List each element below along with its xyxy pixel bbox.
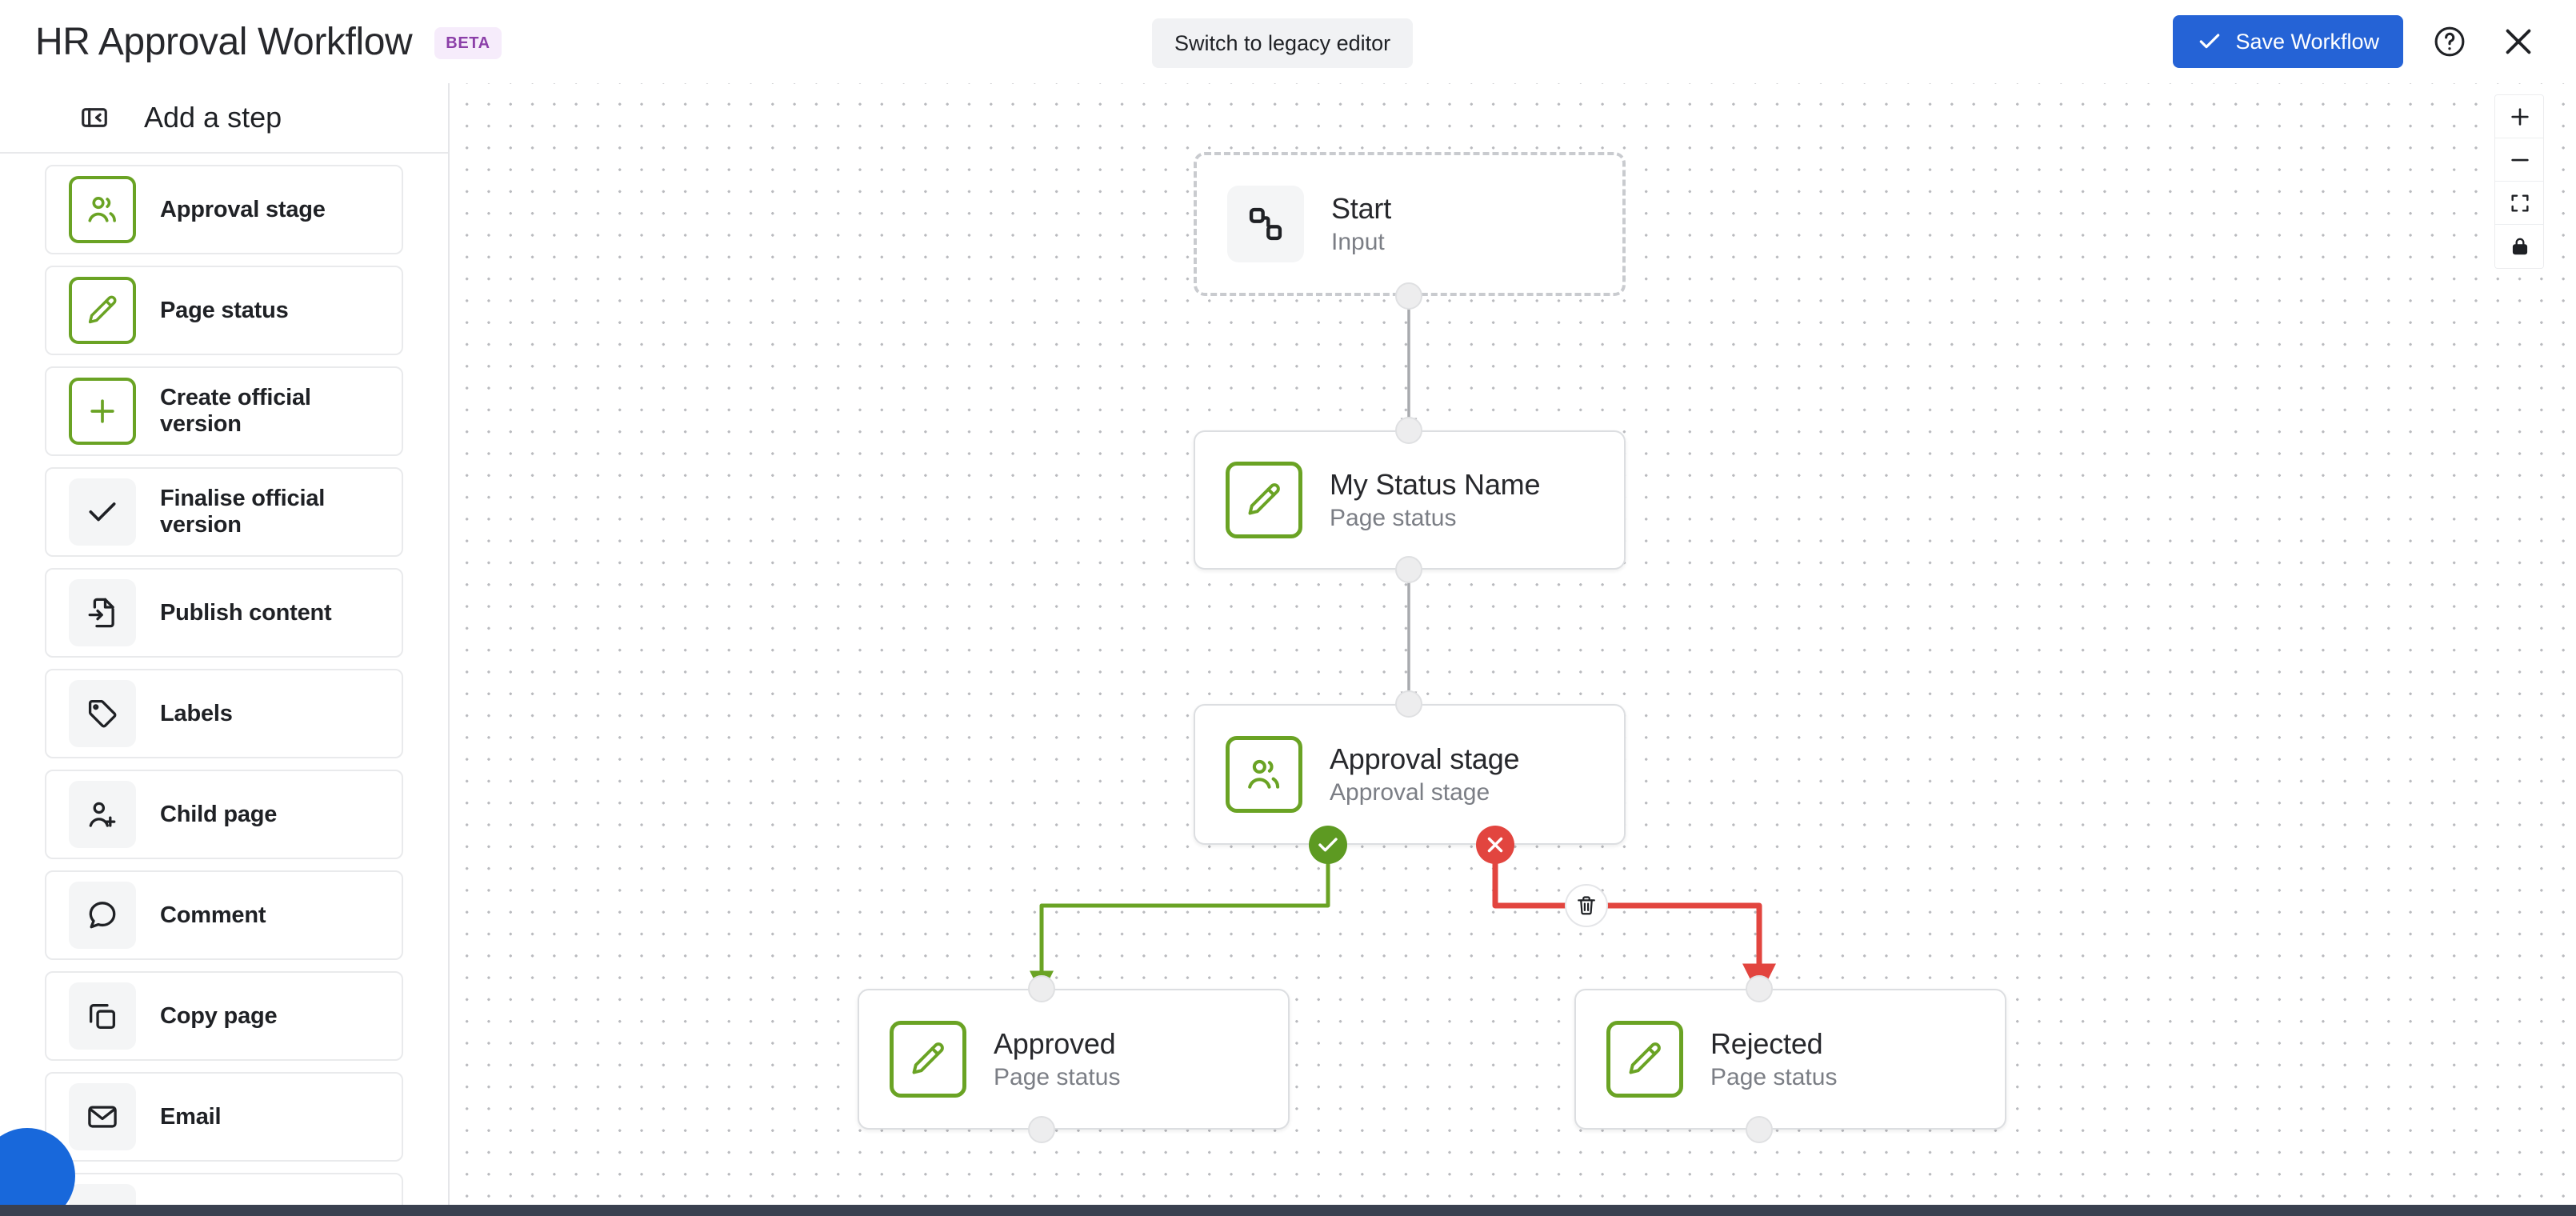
handle-approved-target[interactable] bbox=[1028, 975, 1055, 1002]
check-icon bbox=[2197, 29, 2222, 54]
handle-status-source[interactable] bbox=[1395, 556, 1422, 583]
edge-approval-to-rejected bbox=[1492, 845, 1776, 998]
node-title: Approved bbox=[994, 1027, 1116, 1060]
step-item-label: Child page bbox=[160, 801, 278, 827]
step-item-create-official-version[interactable]: Create official version bbox=[45, 366, 403, 456]
plus-icon bbox=[2508, 105, 2532, 129]
check-circle-icon[interactable] bbox=[1309, 826, 1347, 864]
beta-badge: BETA bbox=[434, 27, 502, 59]
users-icon bbox=[69, 176, 136, 243]
sidebar-title: Add a step bbox=[144, 101, 282, 134]
step-item-label: Finalise official version bbox=[160, 486, 326, 538]
handle-start-source[interactable] bbox=[1395, 282, 1422, 310]
step-item-label: Approval stage bbox=[160, 196, 326, 222]
node-subtitle: Page status bbox=[1330, 505, 1457, 531]
step-item-publish-content[interactable]: Publish content bbox=[45, 568, 403, 658]
tag-icon bbox=[69, 680, 136, 747]
save-workflow-label: Save Workflow bbox=[2235, 29, 2379, 54]
x-circle-icon[interactable] bbox=[1476, 826, 1514, 864]
step-item-approval-stage[interactable]: Approval stage bbox=[45, 165, 403, 254]
handle-approved-source[interactable] bbox=[1028, 1116, 1055, 1143]
handle-rejected-target[interactable] bbox=[1746, 975, 1773, 1002]
handle-approval-target[interactable] bbox=[1395, 690, 1422, 718]
step-item-child-page[interactable]: Child page bbox=[45, 770, 403, 859]
edge-approval-to-approved bbox=[1030, 845, 1330, 995]
page-title: HR Approval Workflow bbox=[35, 20, 413, 63]
top-bar: HR Approval Workflow BETA Switch to lega… bbox=[0, 0, 2576, 83]
close-icon bbox=[2500, 23, 2537, 60]
lock-icon bbox=[2509, 235, 2531, 258]
sidebar-collapse-icon[interactable] bbox=[77, 100, 112, 135]
node-start-text: Start Input bbox=[1331, 192, 1391, 256]
node-my-status-name[interactable]: My Status Name Page status bbox=[1194, 430, 1626, 570]
workflow-start-icon bbox=[1227, 186, 1304, 262]
step-item-label: Publish content bbox=[160, 599, 332, 626]
node-rejected-text: Rejected Page status bbox=[1710, 1027, 1837, 1091]
step-list: Approval stage Page status Create offici… bbox=[0, 154, 448, 1216]
step-item-labels[interactable]: Labels bbox=[45, 669, 403, 758]
step-item-label: Page status bbox=[160, 297, 289, 323]
step-item-email[interactable]: Email bbox=[45, 1072, 403, 1162]
lock-view-button[interactable] bbox=[2495, 225, 2543, 268]
pencil-icon bbox=[69, 277, 136, 344]
users-icon bbox=[1226, 736, 1302, 813]
handle-status-target[interactable] bbox=[1395, 417, 1422, 444]
edge-delete-button[interactable] bbox=[1565, 884, 1608, 927]
zoom-out-button[interactable] bbox=[2495, 138, 2543, 182]
node-approved[interactable]: Approved Page status bbox=[858, 989, 1290, 1130]
step-item-label: Comment bbox=[160, 902, 266, 928]
pencil-icon bbox=[1606, 1021, 1683, 1098]
envelope-icon bbox=[69, 1083, 136, 1150]
top-bar-actions: Save Workflow bbox=[2173, 0, 2541, 83]
check-icon bbox=[69, 478, 136, 546]
sidebar-header: Add a step bbox=[0, 83, 448, 152]
workflow-canvas[interactable]: Start Input My Status Name Page status bbox=[451, 45, 2576, 1216]
switch-to-legacy-editor-button[interactable]: Switch to legacy editor bbox=[1152, 18, 1414, 68]
node-title: My Status Name bbox=[1330, 468, 1541, 501]
step-item-page-status[interactable]: Page status bbox=[45, 266, 403, 355]
node-approval-text: Approval stage Approval stage bbox=[1330, 742, 1520, 806]
fit-view-button[interactable] bbox=[2495, 182, 2543, 225]
step-item-copy-page[interactable]: Copy page bbox=[45, 971, 403, 1061]
step-item-label: Labels bbox=[160, 700, 233, 726]
help-button[interactable] bbox=[2427, 19, 2472, 64]
step-item-comment[interactable]: Comment bbox=[45, 870, 403, 960]
fit-view-icon bbox=[2509, 192, 2531, 214]
node-title: Approval stage bbox=[1330, 742, 1520, 775]
node-subtitle: Page status bbox=[994, 1064, 1121, 1090]
help-circle-icon bbox=[2432, 24, 2467, 59]
sidebar-divider bbox=[0, 152, 448, 154]
node-status-text: My Status Name Page status bbox=[1330, 468, 1540, 532]
minus-icon bbox=[2508, 148, 2532, 172]
step-item-label: Create official version bbox=[160, 385, 311, 437]
canvas-controls bbox=[2494, 94, 2544, 269]
add-step-sidebar: Add a step Approval stage bbox=[0, 83, 450, 1216]
step-item-label: Copy page bbox=[160, 1002, 278, 1029]
node-start[interactable]: Start Input bbox=[1194, 152, 1626, 296]
flow-graph: Start Input My Status Name Page status bbox=[451, 45, 2576, 1216]
user-plus-icon bbox=[69, 781, 136, 848]
node-subtitle: Input bbox=[1331, 229, 1385, 255]
plus-icon bbox=[69, 378, 136, 445]
node-title: Rejected bbox=[1710, 1027, 1823, 1060]
pencil-icon bbox=[890, 1021, 966, 1098]
bottom-bar bbox=[0, 1205, 2576, 1216]
zoom-in-button[interactable] bbox=[2495, 95, 2543, 138]
save-workflow-button[interactable]: Save Workflow bbox=[2173, 15, 2403, 68]
copy-icon bbox=[69, 982, 136, 1050]
node-rejected[interactable]: Rejected Page status bbox=[1574, 989, 2006, 1130]
step-item-label: Email bbox=[160, 1103, 222, 1130]
comment-icon bbox=[69, 882, 136, 949]
pencil-icon bbox=[1226, 462, 1302, 538]
close-button[interactable] bbox=[2496, 19, 2541, 64]
step-item-finalise-official-version[interactable]: Finalise official version bbox=[45, 467, 403, 557]
node-title: Start bbox=[1331, 192, 1392, 225]
node-approval-stage[interactable]: Approval stage Approval stage bbox=[1194, 704, 1626, 845]
title-group: HR Approval Workflow BETA bbox=[35, 0, 502, 83]
node-subtitle: Page status bbox=[1710, 1064, 1838, 1090]
file-export-icon bbox=[69, 579, 136, 646]
node-approved-text: Approved Page status bbox=[994, 1027, 1120, 1091]
handle-rejected-source[interactable] bbox=[1746, 1116, 1773, 1143]
node-subtitle: Approval stage bbox=[1330, 779, 1490, 806]
